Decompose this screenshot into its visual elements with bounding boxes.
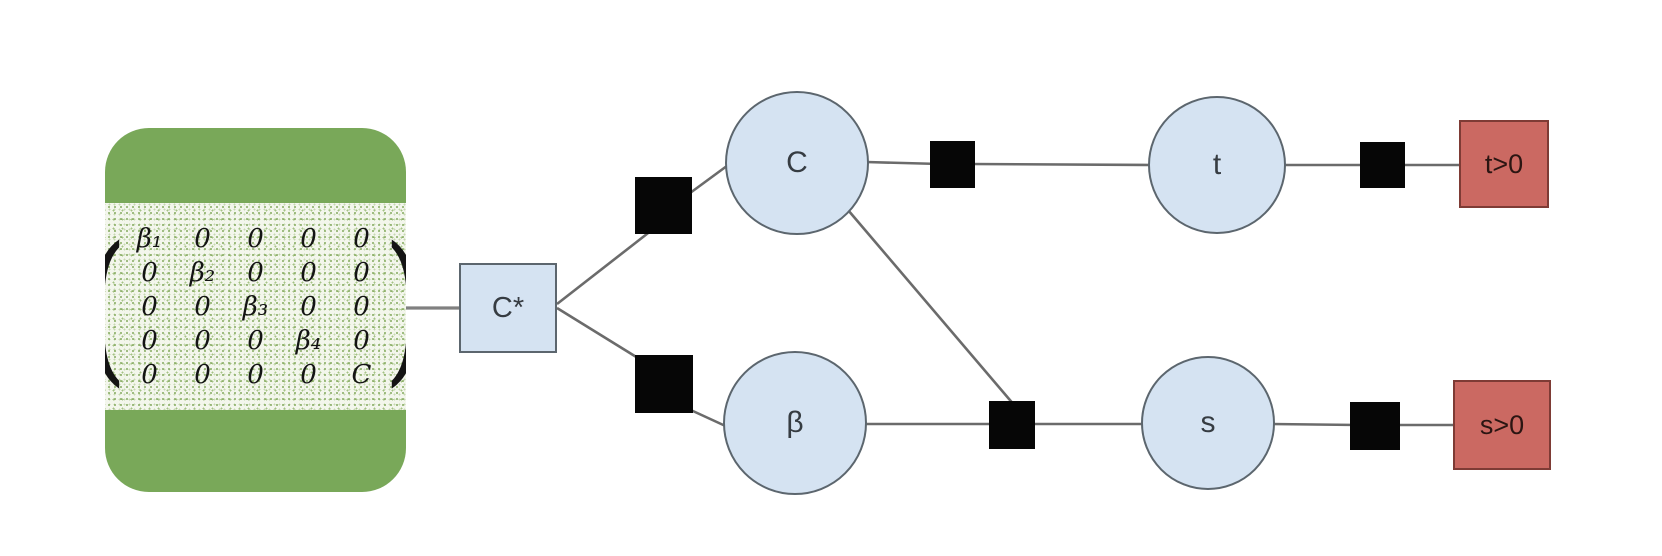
prior-matrix-panel: ( β₁ 0 0 0 0 0 β₂ 0 0 0 0 0 β₃ 0 0 — [105, 128, 406, 492]
constraint-s-label: s>0 — [1479, 409, 1525, 440]
matrix-left-paren: ( — [105, 225, 127, 388]
matrix-cell: 0 — [353, 257, 370, 288]
node-cstar-label: C* — [491, 291, 525, 324]
factor-node-c-t — [930, 141, 975, 188]
matrix-cell: 0 — [141, 291, 158, 322]
matrix-cell: 0 — [194, 325, 211, 356]
edge-cstar-to-factor-c — [556, 228, 653, 306]
matrix-right-paren: ) — [384, 225, 406, 388]
matrix-cell: 0 — [353, 223, 370, 254]
matrix-cell: β₂ — [189, 257, 216, 288]
factor-node-cstar-c — [635, 177, 692, 234]
constraint-t-label: t>0 — [1484, 148, 1524, 179]
matrix-cell: 0 — [247, 223, 264, 254]
variable-node-t: t — [1148, 96, 1286, 234]
node-beta-label: β — [786, 406, 804, 439]
variable-node-s: s — [1141, 356, 1275, 490]
edge-cstar-to-factor-beta — [556, 306, 647, 365]
matrix-cell: β₄ — [295, 325, 322, 356]
constraint-box-s-positive: s>0 — [1453, 380, 1551, 470]
matrix-cell: 0 — [300, 223, 317, 254]
matrix-cell: β₁ — [136, 223, 163, 254]
node-t-label: t — [1212, 148, 1222, 181]
matrix-cell: 0 — [247, 257, 264, 288]
factor-node-s-constraint — [1350, 402, 1400, 450]
matrix-cell: 0 — [141, 359, 158, 390]
matrix-cell: 0 — [353, 325, 370, 356]
variable-node-c: C — [725, 91, 869, 235]
constraint-box-t-positive: t>0 — [1459, 120, 1549, 208]
matrix-cell: C — [351, 359, 372, 390]
variable-node-cstar: C* — [459, 263, 557, 353]
variable-node-beta: β — [723, 351, 867, 495]
matrix-cell: 0 — [300, 359, 317, 390]
matrix-cell: 0 — [247, 359, 264, 390]
matrix-cell: 0 — [141, 257, 158, 288]
matrix-cell: 0 — [194, 223, 211, 254]
edge-c-to-factor-s — [847, 209, 1016, 407]
factor-node-t-constraint — [1360, 142, 1405, 188]
edge-factor-to-t — [969, 162, 1153, 167]
matrix-cell: 0 — [300, 291, 317, 322]
matrix-band: ( β₁ 0 0 0 0 0 β₂ 0 0 0 0 0 β₃ 0 0 — [105, 203, 406, 410]
matrix-cell: 0 — [141, 325, 158, 356]
matrix-cell: 0 — [194, 359, 211, 390]
matrix-cell: β₃ — [242, 291, 269, 322]
factor-node-cstar-beta — [635, 355, 693, 413]
matrix-cell: 0 — [300, 257, 317, 288]
matrix-cell: 0 — [353, 291, 370, 322]
node-s-label: s — [1200, 406, 1216, 439]
edge-s-to-factor-pos — [1270, 422, 1359, 427]
node-c-label: C — [786, 146, 808, 179]
edge-c-to-factor-t — [865, 160, 941, 166]
factor-node-cbeta-s — [989, 401, 1035, 449]
diagonal-matrix: ( β₁ 0 0 0 0 0 β₂ 0 0 0 0 0 β₃ 0 0 — [105, 222, 406, 392]
matrix-grid: β₁ 0 0 0 0 0 β₂ 0 0 0 0 0 β₃ 0 0 0 0 — [123, 222, 388, 392]
matrix-cell: 0 — [247, 325, 264, 356]
matrix-cell: 0 — [194, 291, 211, 322]
